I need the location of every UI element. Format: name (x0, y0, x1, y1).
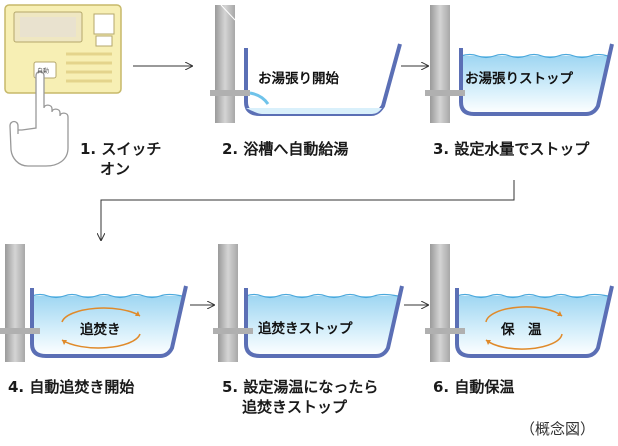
step-label-line2: 追焚きストップ (242, 398, 348, 416)
auto-button-label: 自動 (37, 68, 50, 75)
step-number: 5. (222, 378, 239, 396)
step-label: スイッチ (101, 140, 162, 158)
tub-label-filling-start: お湯張り開始 (258, 71, 339, 87)
tub-5 (213, 244, 404, 362)
step-label-line2: オン (100, 160, 131, 178)
tub-label-keep-warm: 保 温 (501, 322, 542, 338)
step-number: 3. (433, 140, 450, 158)
arrow-3-to-4 (101, 180, 515, 240)
step-number: 1. (80, 140, 97, 158)
step-label: 浴槽へ自動給湯 (243, 140, 349, 158)
remote-controller (4, 4, 122, 94)
tub-label-filling-stop: お湯張りストップ (465, 71, 573, 87)
tub-2 (210, 4, 402, 123)
pointing-hand-icon (9, 70, 69, 167)
step-label: 設定水量でストップ (454, 140, 590, 158)
tub-label-reheat: 追焚き (80, 322, 121, 338)
tub-label-reheat-stop: 追焚きストップ (258, 321, 353, 337)
tub-6 (425, 244, 614, 362)
step-number: 4. (8, 378, 25, 396)
step-label: 設定湯温になったら (243, 378, 379, 396)
step-1-caption: 1. スイッチ オン (80, 139, 161, 179)
step-5-caption: 5. 設定湯温になったら 追焚きストップ (222, 377, 378, 417)
step-4-caption: 4. 自動追焚き開始 (8, 377, 134, 397)
step-6-caption: 6. 自動保温 (433, 377, 514, 397)
concept-diagram-note: （概念図） (520, 420, 596, 438)
tub-3 (425, 5, 614, 123)
step-3-caption: 3. 設定水量でストップ (433, 139, 589, 159)
tub-4 (0, 244, 188, 362)
step-number: 2. (222, 140, 239, 158)
step-label: 自動追焚き開始 (29, 378, 135, 396)
step-2-caption: 2. 浴槽へ自動給湯 (222, 139, 348, 159)
step-label: 自動保温 (454, 378, 515, 396)
step-number: 6. (433, 378, 450, 396)
